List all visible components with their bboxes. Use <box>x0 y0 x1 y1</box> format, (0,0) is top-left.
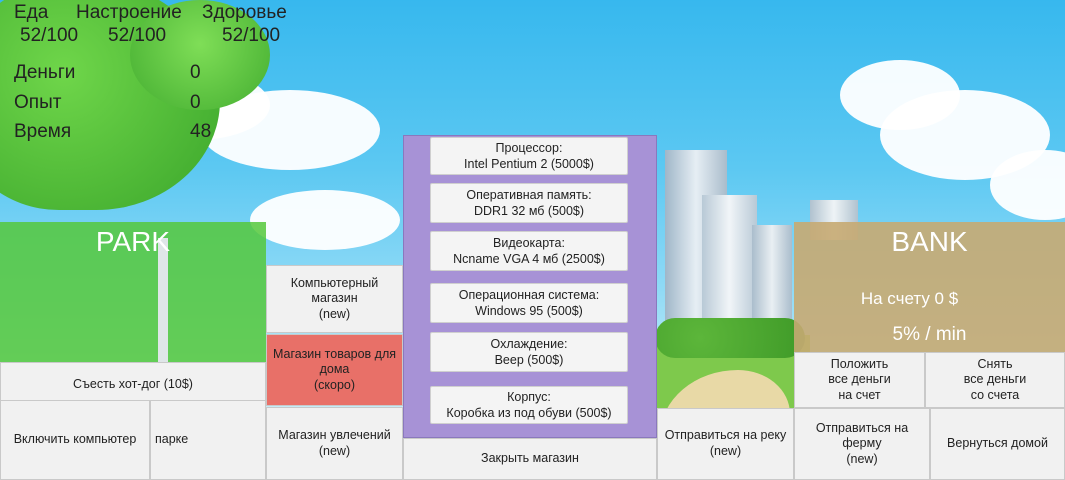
withdraw-all-button[interactable]: Снять все деньги со счета <box>925 352 1065 408</box>
park-panel <box>0 222 266 362</box>
bank-balance: На счету 0 $ <box>860 289 959 308</box>
cloud <box>250 190 400 250</box>
food-value: 52/100 <box>20 25 79 46</box>
store-item-processor[interactable]: Процессор: Intel Pentium 2 (5000$) <box>430 137 628 175</box>
food-label: Еда <box>14 2 49 23</box>
bank-title: BANK <box>891 226 968 257</box>
park-text[interactable]: парке <box>150 400 266 480</box>
experience-value: 0 <box>190 92 201 113</box>
park-title: PARK <box>95 226 171 257</box>
home-goods-store-button[interactable]: Магазин товаров для дома (скоро) <box>266 334 403 406</box>
go-to-farm-button[interactable]: Отправиться на ферму (new) <box>794 408 930 480</box>
turn-on-computer-button[interactable]: Включить компьютер <box>0 400 150 480</box>
bank-interest-rate: 5% / min <box>892 324 967 345</box>
health-label: Здоровье <box>202 2 287 23</box>
health-value: 52/100 <box>222 25 281 46</box>
bank-panel <box>794 222 1065 352</box>
time-value: 48 <box>190 121 212 142</box>
experience-label: Опыт <box>14 92 62 113</box>
return-home-button[interactable]: Вернуться домой <box>930 408 1065 480</box>
deposit-all-button[interactable]: Положить все деньги на счет <box>794 352 925 408</box>
lamp-post <box>158 238 168 362</box>
store-item-video-card[interactable]: Видеокарта: Ncname VGA 4 мб (2500$) <box>430 231 628 271</box>
store-item-os[interactable]: Операционная система: Windows 95 (500$) <box>430 283 628 323</box>
store-item-case[interactable]: Корпус: Коробка из под обуви (500$) <box>430 386 628 424</box>
money-value: 0 <box>190 62 201 83</box>
time-label: Время <box>14 121 72 142</box>
tree-foliage <box>130 0 270 110</box>
go-to-river-button[interactable]: Отправиться на реку (new) <box>657 408 794 480</box>
money-label: Деньги <box>14 62 76 83</box>
store-item-cooling[interactable]: Охлаждение: Веер (500$) <box>430 332 628 372</box>
mood-label: Настроение <box>76 2 182 23</box>
hobby-store-button[interactable]: Магазин увлечений (new) <box>266 407 403 480</box>
store-item-ram[interactable]: Оперативная память: DDR1 32 мб (500$) <box>430 183 628 223</box>
close-store-button[interactable]: Закрыть магазин <box>403 438 657 480</box>
bushes <box>655 318 805 358</box>
computer-store-button[interactable]: Компьютерный магазин (new) <box>266 265 403 333</box>
mood-value: 52/100 <box>108 25 167 46</box>
